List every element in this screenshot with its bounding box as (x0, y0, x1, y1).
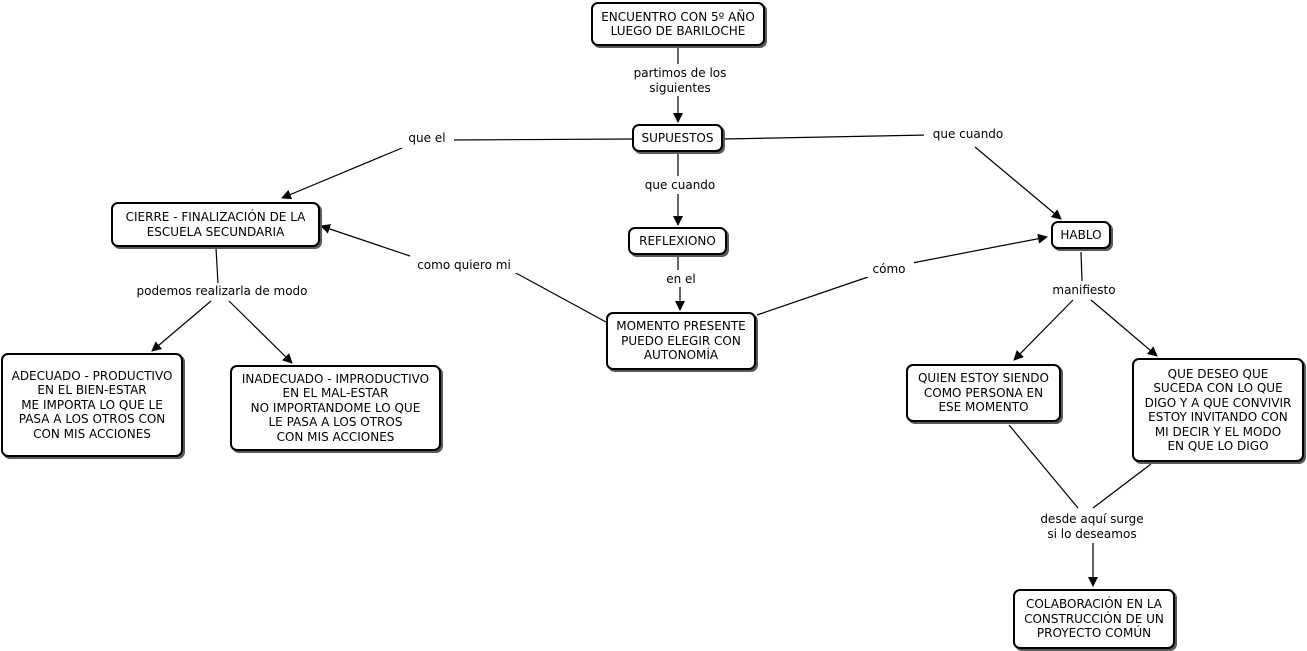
link-label-partimos: partimos de los siguientes (626, 66, 734, 95)
link-label-manifiesto: manifiesto (1044, 283, 1124, 298)
node-colaboracion[interactable]: COLABORACIÓN EN LA CONSTRUCCIÓN DE UN PR… (1013, 589, 1175, 649)
link-label-en-el: en el (656, 272, 706, 287)
connector-line (1080, 251, 1083, 282)
connector-line (756, 276, 869, 316)
link-label-como-quiero: como quiero mi (408, 258, 520, 273)
connector-arrow (1013, 299, 1074, 361)
node-quien[interactable]: QUIEN ESTOY SIENDO COMO PERSONA EN ESE M… (906, 364, 1061, 422)
connector-line (513, 271, 607, 323)
connector-line (1092, 463, 1152, 509)
connector-line (447, 138, 633, 141)
connector-line (215, 247, 219, 284)
link-label-que-el: que el (400, 131, 454, 146)
link-label-que-cuando-right: que cuando (924, 127, 1012, 142)
node-encuentro[interactable]: ENCUENTRO CON 5º AÑO LUEGO DE BARILOCHE (591, 2, 765, 46)
link-label-podemos: podemos realizarla de modo (126, 284, 318, 299)
node-reflexiono[interactable]: REFLEXIONO (628, 227, 727, 255)
link-label-desde-aqui: desde aquí surge si lo deseamos (1030, 512, 1154, 541)
node-supuestos[interactable]: SUPUESTOS (632, 124, 723, 152)
node-cierre[interactable]: CIERRE - FINALIZACIÓN DE LA ESCUELA SECU… (111, 202, 320, 247)
node-hablo[interactable]: HABLO (1051, 221, 1111, 249)
node-deseo[interactable]: QUE DESEO QUE SUCEDA CON LO QUE DIGO Y A… (1132, 358, 1304, 462)
link-label-como: cómo (864, 262, 914, 277)
connector-arrow (320, 224, 411, 257)
connector-arrow (974, 146, 1062, 220)
node-inadecuado[interactable]: INADECUADO - IMPRODUCTIVO EN EL MAL-ESTA… (230, 365, 441, 451)
connector-arrow (228, 300, 293, 364)
connector-line (1008, 424, 1079, 509)
link-label-que-cuando-mid: que cuando (636, 178, 724, 193)
connector-arrow (281, 147, 403, 200)
connector-arrow (1090, 299, 1158, 357)
connector-line (722, 134, 929, 140)
connector-arrow (906, 233, 1048, 265)
node-momento[interactable]: MOMENTO PRESENTE PUEDO ELEGIR CON AUTONO… (606, 312, 756, 370)
connector-arrow (151, 300, 212, 352)
node-adecuado[interactable]: ADECUADO - PRODUCTIVO EN EL BIEN-ESTAR M… (1, 353, 183, 457)
